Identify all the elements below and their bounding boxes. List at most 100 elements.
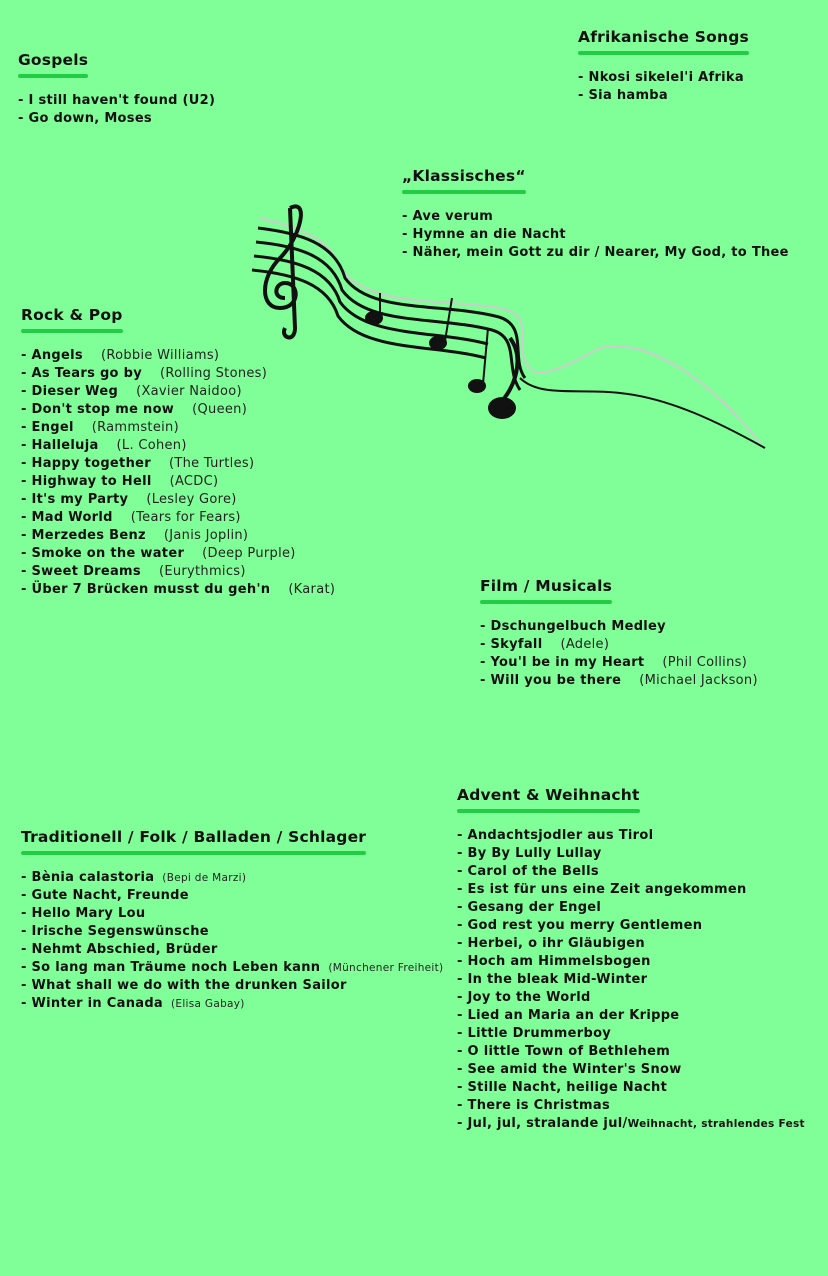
song-artist: (Lesley Gore) [146,492,237,507]
song-item: - See amid the Winter's Snow [457,1061,805,1079]
song-item: - Go down, Moses [18,110,215,128]
song-item: - Dieser Weg(Xavier Naidoo) [21,383,335,401]
song-title: - Don't stop me now [21,402,175,417]
heading-underline [21,851,367,855]
heading-underline [480,600,613,604]
song-title: - Sweet Dreams [21,564,141,579]
section-heading: Advent & Weihnacht [457,786,640,804]
song-item: - Näher, mein Gott zu dir / Nearer, My G… [402,244,789,262]
song-item: - Will you be there(Michael Jackson) [480,672,758,690]
heading-underline [18,74,89,78]
song-artist: (The Turtles) [168,456,255,471]
section-traditionell-folk: Traditionell / Folk / Balladen / Schlage… [21,827,443,1013]
song-item: - Nkosi sikelel'i Afrika [578,69,749,87]
song-title: - Happy together [21,456,151,471]
song-item: - Lied an Maria an der Krippe [457,1007,805,1025]
music-notes-illustration [251,204,766,449]
song-artist: (Phil Collins) [662,655,748,670]
song-title: - Ave verum [402,209,494,224]
section-heading: Afrikanische Songs [578,28,749,46]
song-title: - Smoke on the water [21,546,185,561]
section-film-musicals: Film / Musicals- Dschungelbuch Medley- S… [480,576,758,690]
song-title: - Joy to the World [457,990,591,1005]
song-item: - You'l be in my Heart (Phil Collins) [480,654,758,672]
song-title: - Herbei, o ihr Gläubigen [457,936,645,951]
song-title: - Es ist für uns eine Zeit angekommen [457,882,747,897]
song-item: - Joy to the World [457,989,805,1007]
song-item: - O little Town of Bethlehem [457,1043,805,1061]
song-artist: (L. Cohen) [116,438,187,453]
song-artist: (Rolling Stones) [160,366,268,381]
heading-underline [578,51,749,55]
song-title: - Bènia calastoria [21,870,155,885]
song-list: - I still haven't found (U2) - Go down, M… [18,92,215,128]
song-artist: (Elisa Gabay) [171,998,245,1010]
heading-underline [457,809,640,813]
song-item: - As Tears go by (Rolling Stones) [21,365,335,383]
song-artist: (Deep Purple) [202,546,296,561]
song-title: - Jul, jul, stralande jul/ [457,1116,628,1131]
section-klassisches: „Klassisches“ - Ave verum - Hymne an die N… [402,166,789,262]
song-item: - Hoch am Himmelsbogen [457,953,805,971]
song-item: - Ave verum [402,208,789,226]
heading-underline [402,190,526,194]
song-title: - Dschungelbuch Medley [480,619,666,634]
song-item: - Gute Nacht, Freunde [21,887,443,905]
song-title: - You'l be in my Heart [480,655,645,670]
section-afrikanische-songs: Afrikanische Songs - Nkosi sikelel'i Afri… [578,27,749,105]
song-item: - Stille Nacht, heilige Nacht [457,1079,805,1097]
song-title: - Go down, Moses [18,111,152,126]
song-title: - Merzedes Benz [21,528,146,543]
song-title: - Hymne an die Nacht [402,227,566,242]
song-list: - Angels(Robbie Williams)- As Tears go b… [21,347,335,599]
song-item: - What shall we do with the drunken Sail… [21,977,443,995]
song-title: - So lang man Träume noch Leben kann [21,960,321,975]
song-title: - Nehmt Abschied, Brüder [21,942,218,957]
song-title: - O little Town of Bethlehem [457,1044,671,1059]
song-title: - Stille Nacht, heilige Nacht [457,1080,668,1095]
song-item: - Jul, jul, stralande jul/Weihnacht, str… [457,1115,805,1133]
song-title: - Hoch am Himmelsbogen [457,954,651,969]
song-artist: (Münchener Freiheit) [328,962,444,974]
song-title: - There is Christmas [457,1098,611,1113]
section-heading: „Klassisches“ [402,167,526,185]
song-item: - Merzedes Benz (Janis Joplin) [21,527,335,545]
song-item: - Andachtsjodler aus Tirol [457,827,805,845]
song-item: - Hymne an die Nacht [402,226,789,244]
song-title: - Lied an Maria an der Krippe [457,1008,680,1023]
song-artist: (Robbie Williams) [100,348,220,363]
song-title: - Hello Mary Lou [21,906,146,921]
song-artist: (Michael Jackson) [639,673,758,688]
song-artist: (Rammstein) [91,420,179,435]
song-title: - See amid the Winter's Snow [457,1062,682,1077]
song-item: - Engel (Rammstein) [21,419,335,437]
song-title: - As Tears go by [21,366,142,381]
song-title: - Nkosi sikelel'i Afrika [578,70,744,85]
song-title: - Highway to Hell [21,474,152,489]
song-list: - Andachtsjodler aus Tirol- By By Lully … [457,827,805,1133]
song-item: - I still haven't found (U2) [18,92,215,110]
song-artist: (Xavier Naidoo) [136,384,242,399]
song-title: - I still haven't found (U2) [18,93,216,108]
section-advent-weihnacht: Advent & Weihnacht - Andachtsjodler aus T… [457,785,805,1133]
song-list: - Dschungelbuch Medley- Skyfall(Adele)- … [480,618,758,690]
song-item: - Mad World(Tears for Fears) [21,509,335,527]
song-title: - Little Drummerboy [457,1026,612,1041]
song-item: - Happy together (The Turtles) [21,455,335,473]
section-heading: Rock & Pop [21,306,123,324]
song-title: - What shall we do with the drunken Sail… [21,978,347,993]
song-artist: (Adele) [560,637,610,652]
song-item: - There is Christmas [457,1097,805,1115]
song-artist: (Janis Joplin) [163,528,249,543]
song-title: - Engel [21,420,74,435]
section-rock-pop: Rock & Pop - Angels(Robbie Williams)- As … [21,305,335,599]
song-item: - Skyfall (Adele) [480,636,758,654]
heading-underline [21,329,123,333]
song-item: - In the bleak Mid-Winter [457,971,805,989]
song-list: - Ave verum - Hymne an die Nacht - Näher, … [402,208,789,262]
song-list: - Bènia calastoria(Bepi de Marzi)- Gute … [21,869,443,1013]
song-title: - Andachtsjodler aus Tirol [457,828,654,843]
song-title: - Skyfall [480,637,543,652]
song-item: - Sia hamba [578,87,749,105]
song-item: - Smoke on the water (Deep Purple) [21,545,335,563]
